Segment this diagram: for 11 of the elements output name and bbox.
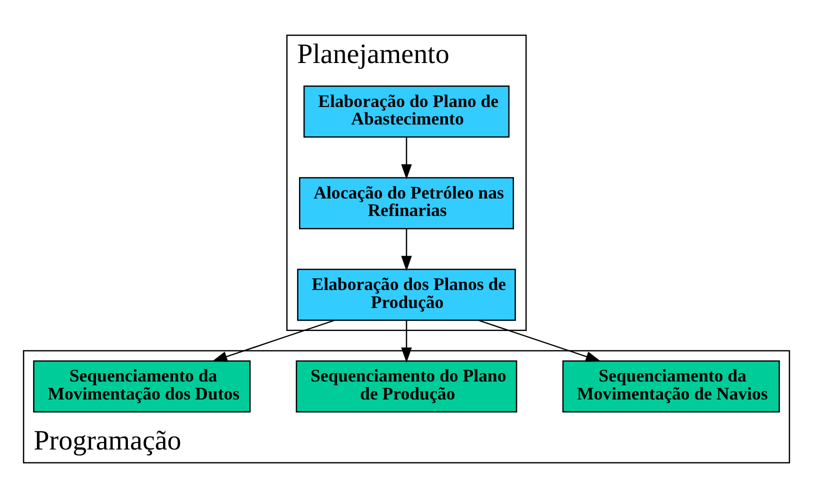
node-box: Sequenciamento do Plano de Produção: [296, 360, 518, 412]
node-box: Sequenciamento da Movimentação dos Dutos: [33, 360, 251, 412]
arrow: [478, 319, 601, 362]
arrow: [401, 228, 412, 271]
arrow: [401, 136, 412, 180]
node-box: Elaboração do Plano de Abastecimento: [303, 85, 510, 138]
node-box: Sequenciamento da Movimentação de Navios: [562, 360, 780, 412]
node-box: Alocação do Petróleo nas Refinarias: [299, 176, 514, 229]
arrow: [212, 319, 335, 362]
node-box: Elaboração dos Planos de Produção: [297, 268, 516, 320]
arrow: [401, 320, 412, 362]
